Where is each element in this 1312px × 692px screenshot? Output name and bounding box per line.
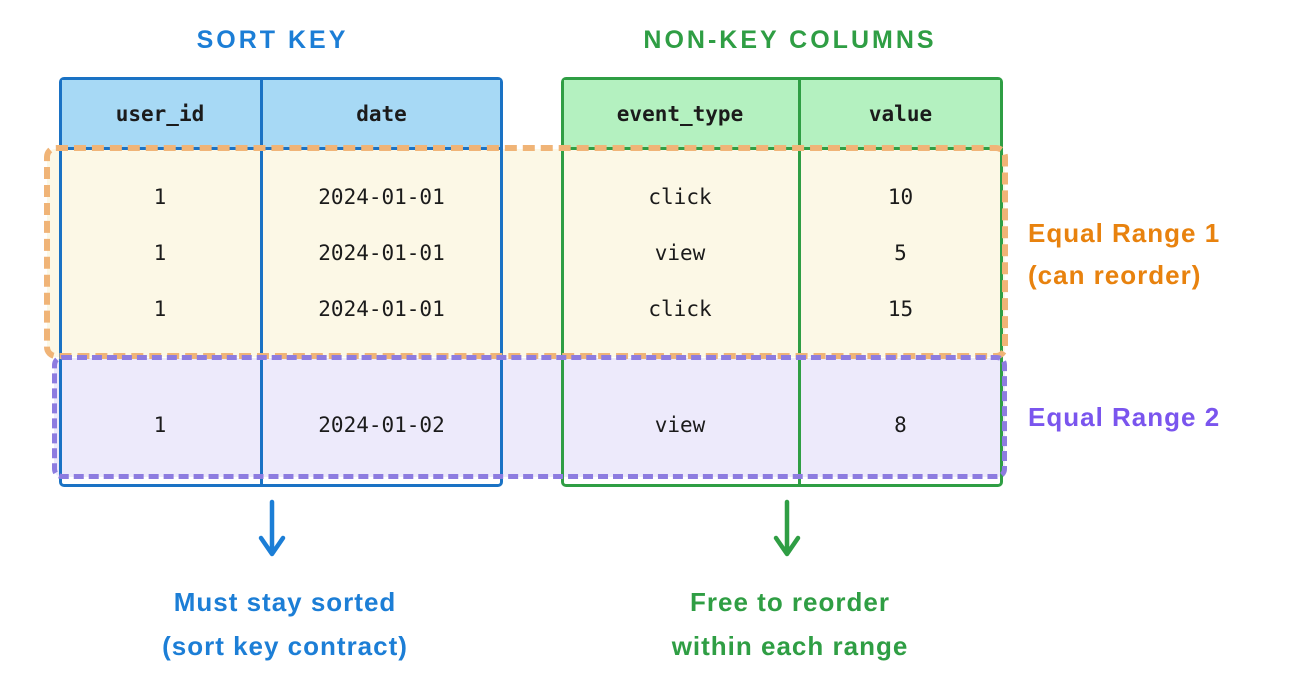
down-arrow-icon: [258, 499, 286, 557]
cell-value: 10: [887, 185, 914, 209]
header-event-type: event_type: [616, 102, 744, 126]
down-arrow-icon: [773, 499, 801, 557]
sort-key-note-line2: (sort key contract): [162, 631, 408, 661]
cell-user-id: 1: [153, 297, 167, 321]
equal-range-1-label-line1: Equal Range 1: [1028, 218, 1221, 248]
cell-date: 2024-01-01: [318, 241, 445, 265]
cell-event-type: click: [648, 297, 712, 321]
equal-range-1-fill: [47, 149, 1005, 357]
cell-event-type: view: [654, 241, 706, 265]
cell-event-type: view: [654, 413, 706, 437]
header-user-id: user_id: [115, 102, 205, 126]
non-key-column-divider: [798, 80, 801, 484]
equal-range-1-label: Equal Range 1 (can reorder): [1028, 212, 1220, 296]
non-key-columns-title: NON-KEY COLUMNS: [643, 26, 937, 54]
equal-range-2-fill: [54, 358, 1005, 477]
cell-user-id: 1: [153, 185, 167, 209]
non-key-table: [561, 77, 1003, 487]
cell-user-id: 1: [153, 241, 167, 265]
cell-event-type: click: [648, 185, 712, 209]
cell-user-id: 1: [153, 413, 167, 437]
header-date: date: [356, 102, 407, 126]
cell-date: 2024-01-02: [318, 413, 445, 437]
non-key-note-line1: Free to reorder: [690, 587, 890, 617]
cell-date: 2024-01-01: [318, 297, 445, 321]
non-key-note: Free to reorder within each range: [615, 580, 965, 668]
header-value: value: [868, 102, 933, 126]
equal-range-1-label-line2: (can reorder): [1028, 260, 1202, 290]
sort-key-note: Must stay sorted (sort key contract): [110, 580, 460, 668]
cell-value: 15: [887, 297, 914, 321]
cell-date: 2024-01-01: [318, 185, 445, 209]
equal-range-2-label: Equal Range 2: [1028, 402, 1221, 432]
sort-key-table-header: [62, 80, 500, 150]
non-key-note-line2: within each range: [671, 631, 909, 661]
sort-key-table: [59, 77, 503, 487]
sort-key-title: SORT KEY: [196, 26, 349, 54]
cell-value: 8: [894, 413, 907, 437]
sort-key-note-line1: Must stay sorted: [173, 587, 397, 617]
cell-value: 5: [894, 241, 907, 265]
sort-key-column-divider: [260, 80, 263, 484]
